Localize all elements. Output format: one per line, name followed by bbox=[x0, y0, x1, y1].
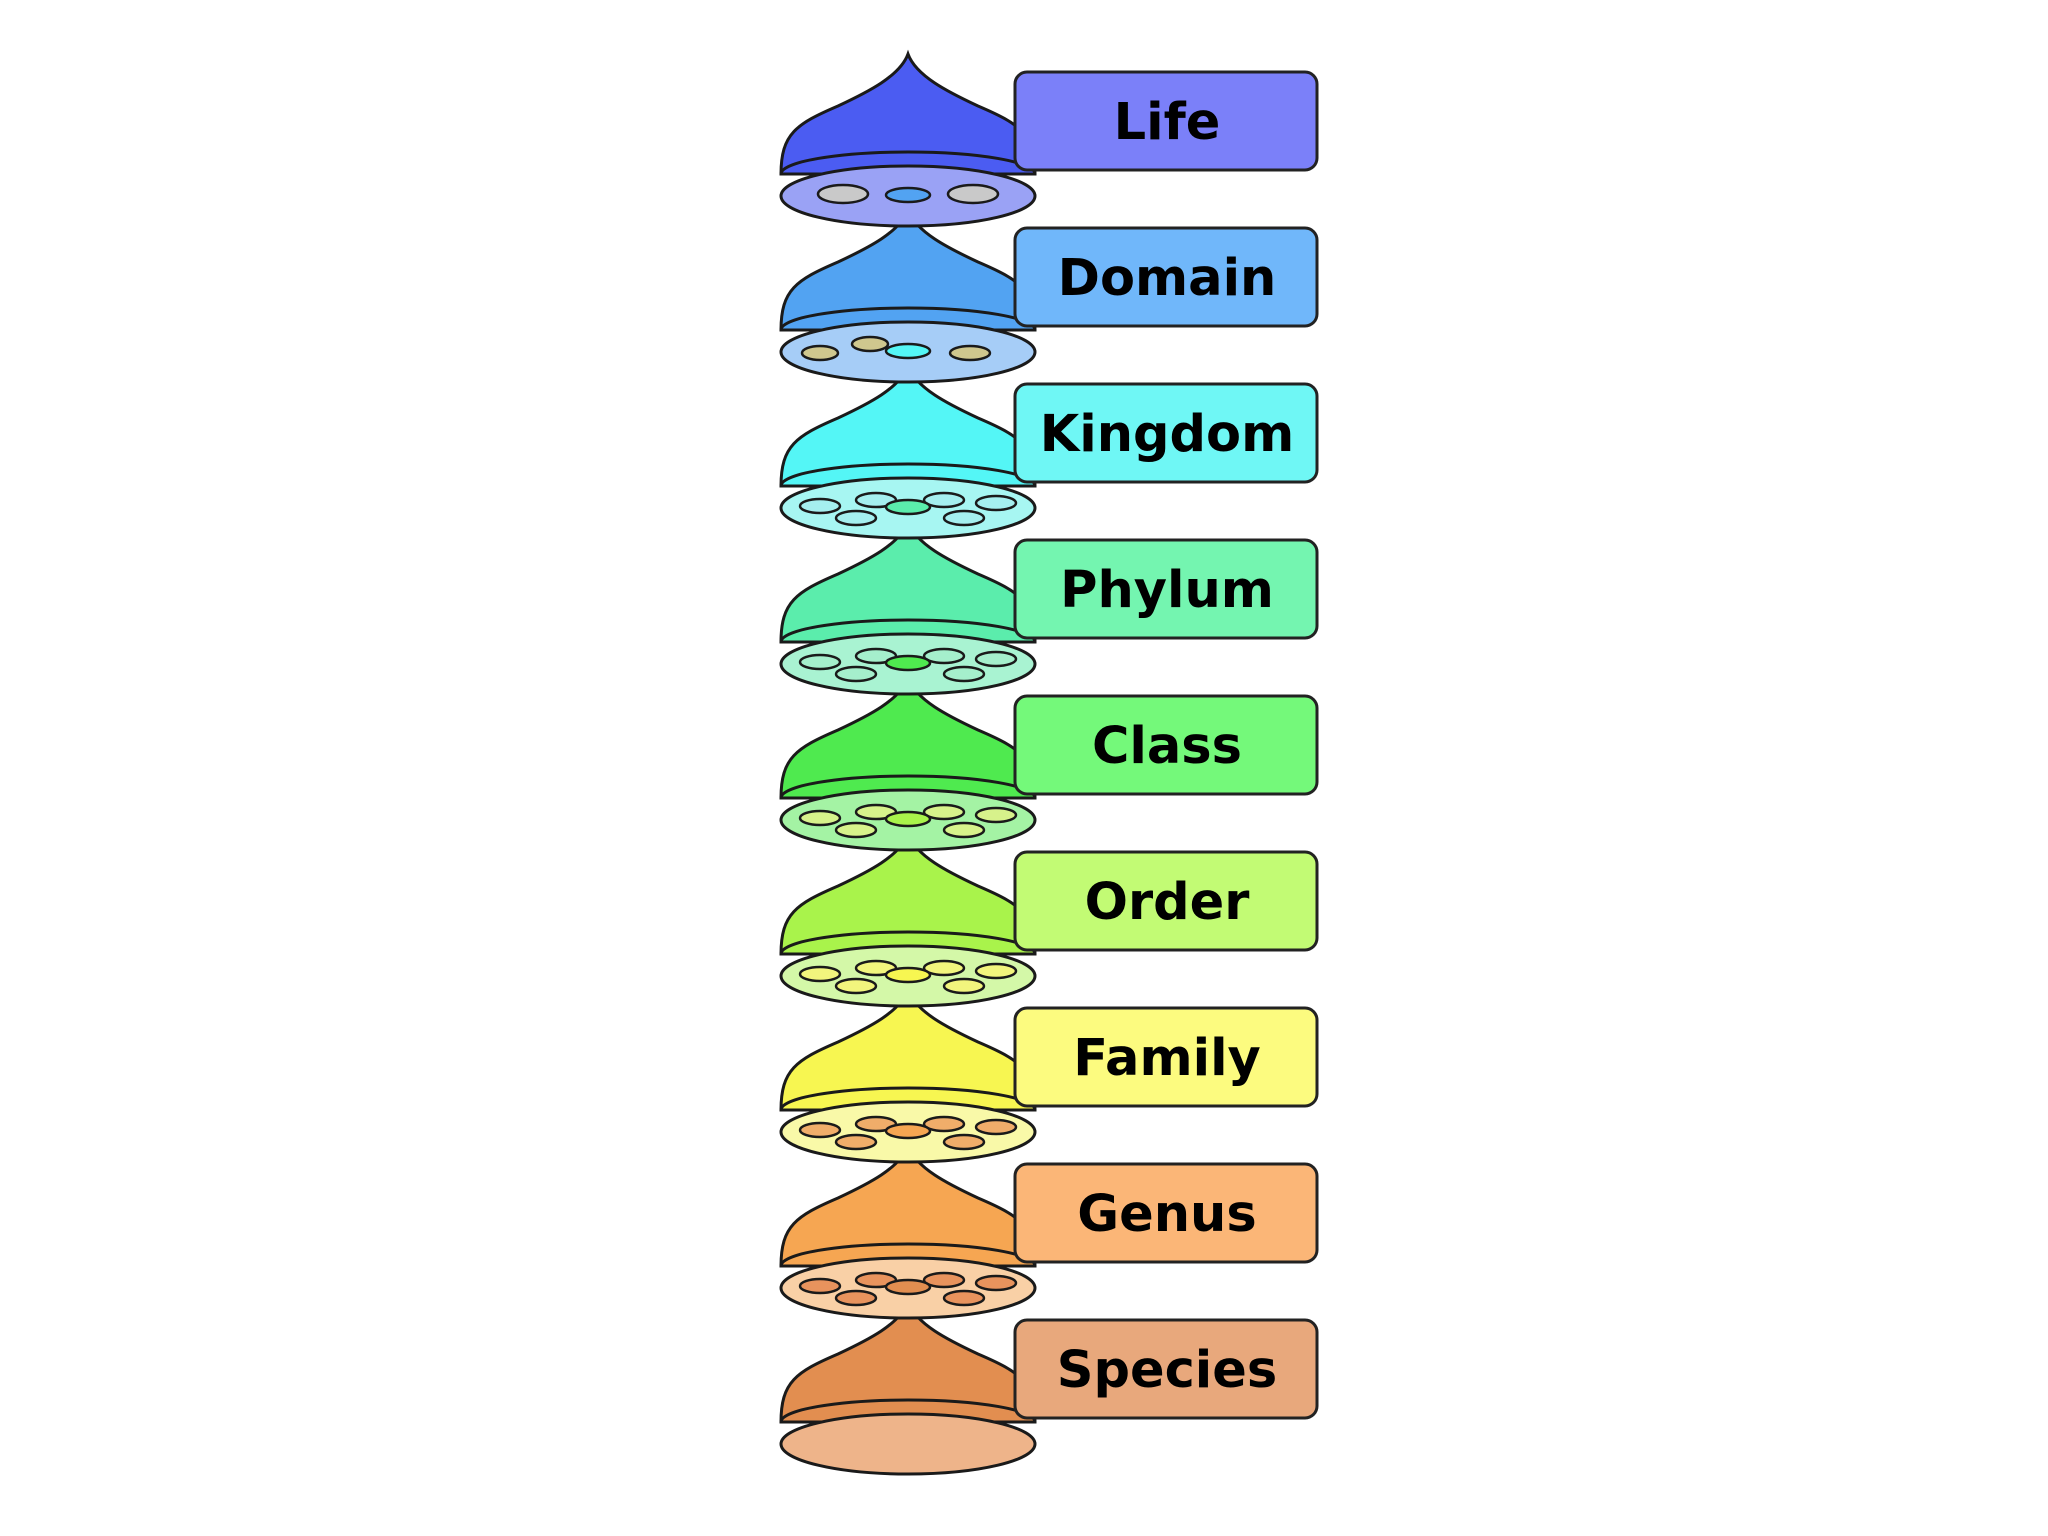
rank-label-box bbox=[1013, 694, 1319, 796]
dome-cap bbox=[779, 49, 1037, 176]
dome-order bbox=[779, 829, 1037, 1008]
dome-cap bbox=[779, 205, 1037, 332]
dome-base-disc bbox=[779, 1412, 1037, 1476]
disc-hole bbox=[974, 494, 1018, 512]
child-neck bbox=[884, 186, 932, 204]
dome-stack bbox=[779, 49, 1037, 1476]
disc-hole bbox=[922, 803, 966, 821]
rank-label-kingdom: Kingdom bbox=[1013, 382, 1319, 484]
child-neck bbox=[884, 498, 932, 516]
rank-label-life: Life bbox=[1013, 70, 1319, 172]
disc-hole bbox=[942, 509, 986, 527]
dome-cap bbox=[779, 1297, 1037, 1424]
disc-hole bbox=[922, 647, 966, 665]
disc-hole bbox=[834, 821, 878, 839]
rank-label-box bbox=[1013, 226, 1319, 328]
disc-hole bbox=[942, 977, 986, 995]
dome-class bbox=[779, 673, 1037, 852]
child-neck bbox=[884, 654, 932, 672]
disc-hole bbox=[834, 509, 878, 527]
rank-label-family: Family bbox=[1013, 1006, 1319, 1108]
child-neck bbox=[884, 966, 932, 984]
rank-label-box bbox=[1013, 850, 1319, 952]
rank-label-genus: Genus bbox=[1013, 1162, 1319, 1264]
rank-label-text: Phylum bbox=[1060, 561, 1274, 620]
child-neck bbox=[884, 1278, 932, 1296]
dome-species bbox=[779, 1297, 1037, 1476]
rank-label-text: Class bbox=[1092, 717, 1242, 776]
dome-kingdom bbox=[779, 361, 1037, 540]
child-neck bbox=[884, 342, 932, 360]
disc-hole bbox=[798, 497, 842, 515]
disc-hole bbox=[850, 335, 890, 353]
disc-hole bbox=[834, 665, 878, 683]
dome-genus bbox=[779, 1141, 1037, 1320]
dome-cap bbox=[779, 361, 1037, 488]
disc-hole bbox=[922, 1115, 966, 1133]
rank-label-box bbox=[1013, 538, 1319, 640]
dome-phylum bbox=[779, 517, 1037, 696]
disc-hole bbox=[798, 1121, 842, 1139]
disc-hole bbox=[834, 1133, 878, 1151]
disc-hole bbox=[974, 1274, 1018, 1292]
disc-hole bbox=[922, 959, 966, 977]
rank-label-class: Class bbox=[1013, 694, 1319, 796]
dome-cap bbox=[779, 1141, 1037, 1268]
rank-label-text: Kingdom bbox=[1040, 405, 1295, 464]
rank-label-box bbox=[1013, 70, 1319, 172]
rank-label-domain: Domain bbox=[1013, 226, 1319, 328]
disc-hole bbox=[974, 962, 1018, 980]
rank-label-text: Species bbox=[1057, 1341, 1278, 1400]
rank-label-text: Domain bbox=[1058, 249, 1277, 308]
disc-hole bbox=[974, 1118, 1018, 1136]
rank-label-box bbox=[1013, 1006, 1319, 1108]
dome-family bbox=[779, 985, 1037, 1164]
dome-cap bbox=[779, 673, 1037, 800]
rank-label-text: Genus bbox=[1077, 1185, 1256, 1244]
rank-label-phylum: Phylum bbox=[1013, 538, 1319, 640]
disc-hole bbox=[798, 1277, 842, 1295]
disc-hole bbox=[942, 1133, 986, 1151]
rank-label-column: Species Genus Family Order Class Phylum Kingdo… bbox=[1013, 70, 1319, 1420]
disc-hole bbox=[974, 806, 1018, 824]
dome-cap bbox=[779, 985, 1037, 1112]
rank-label-text: Family bbox=[1073, 1029, 1261, 1088]
disc-hole bbox=[800, 344, 840, 362]
rank-label-text: Life bbox=[1114, 93, 1221, 152]
child-neck bbox=[884, 810, 932, 828]
disc-hole bbox=[798, 809, 842, 827]
disc-hole bbox=[922, 1271, 966, 1289]
dome-cap bbox=[779, 829, 1037, 956]
disc-hole bbox=[798, 965, 842, 983]
disc-hole bbox=[922, 491, 966, 509]
rank-label-box bbox=[1013, 1318, 1319, 1420]
rank-label-order: Order bbox=[1013, 850, 1319, 952]
rank-label-box bbox=[1013, 1162, 1319, 1264]
rank-label-box bbox=[1013, 382, 1319, 484]
disc-hole bbox=[834, 977, 878, 995]
disc-hole bbox=[834, 1289, 878, 1307]
disc-hole bbox=[798, 653, 842, 671]
rank-label-text: Order bbox=[1085, 873, 1250, 932]
disc-hole bbox=[942, 1289, 986, 1307]
child-neck bbox=[884, 1122, 932, 1140]
disc-hole bbox=[974, 650, 1018, 668]
disc-hole bbox=[946, 183, 1000, 205]
disc-hole bbox=[942, 821, 986, 839]
dome-cap bbox=[779, 517, 1037, 644]
dome-domain bbox=[779, 205, 1037, 384]
rank-label-species: Species bbox=[1013, 1318, 1319, 1420]
dome-life bbox=[779, 49, 1037, 228]
disc-hole bbox=[948, 344, 992, 362]
disc-hole bbox=[942, 665, 986, 683]
disc-hole bbox=[816, 183, 870, 205]
